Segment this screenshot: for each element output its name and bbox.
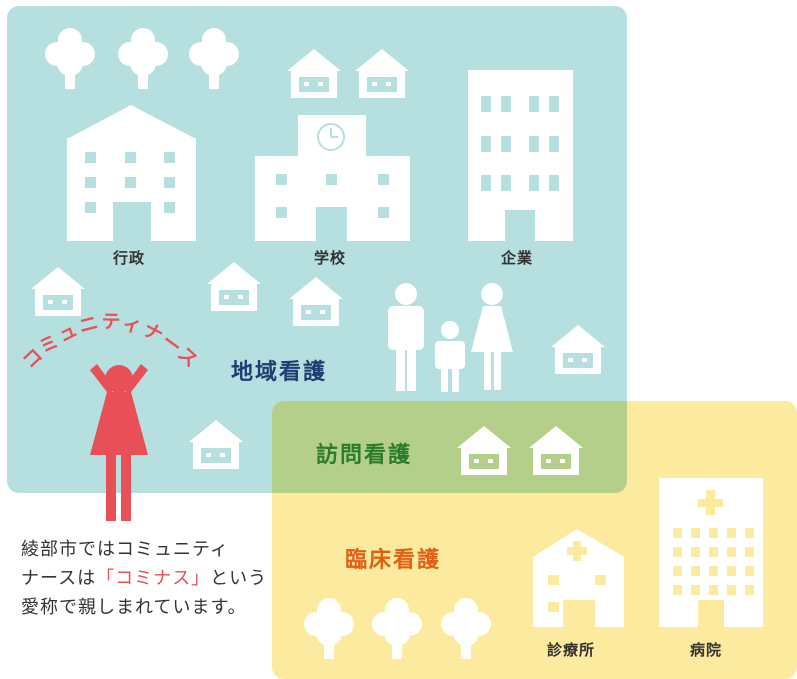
administration-label: 行政	[113, 249, 146, 267]
description-line-2: ナースは「コミナス」という	[21, 564, 269, 593]
house-icon	[457, 426, 511, 475]
tree-row-bottom	[304, 598, 491, 659]
government-building-icon	[67, 105, 196, 241]
house-icon	[355, 49, 409, 98]
house-icon	[189, 420, 243, 469]
tree-icon	[372, 598, 422, 659]
tree-icon	[45, 28, 95, 89]
community-nurse-description: 綾部市ではコミュニティ ナースは「コミナス」という 愛称で親しまれています。	[21, 535, 269, 622]
nurse-figure-icon	[90, 364, 148, 521]
school-building-icon	[255, 115, 410, 241]
hospital-label: 病院	[690, 641, 723, 659]
nickname-highlight: 「コミナス」	[96, 568, 211, 589]
description-line-2-after: という	[210, 568, 268, 589]
community-nurse-arc-label: コミュニティナース	[18, 311, 203, 373]
description-line-2-before: ナースは	[21, 568, 97, 589]
tree-icon	[304, 598, 354, 659]
home-visit-houses	[457, 426, 583, 475]
house-icon	[207, 262, 261, 311]
company-label: 企業	[501, 249, 534, 267]
house-icon	[31, 267, 85, 316]
office-building-icon	[468, 70, 573, 241]
community-nursing-label: 地域看護	[231, 360, 328, 385]
home-visit-nursing-label: 訪問看護	[316, 443, 413, 468]
clinic-icon	[533, 529, 624, 627]
description-line-1: 綾部市ではコミュニティ	[21, 539, 229, 560]
clinic-label: 診療所	[547, 641, 596, 659]
tree-icon	[118, 28, 168, 89]
house-icon	[287, 49, 341, 98]
tree-icon	[189, 28, 239, 89]
description-line-3: 愛称で親しまれています。	[21, 597, 247, 618]
clinical-nursing-label: 臨床看護	[345, 548, 442, 573]
house-icon	[529, 426, 583, 475]
hospital-icon	[659, 478, 763, 627]
house-icon	[551, 325, 605, 374]
house-icon	[289, 277, 343, 326]
tree-row-top	[45, 28, 239, 89]
school-label: 学校	[314, 249, 347, 267]
tree-icon	[441, 598, 491, 659]
family-icon	[388, 283, 513, 392]
